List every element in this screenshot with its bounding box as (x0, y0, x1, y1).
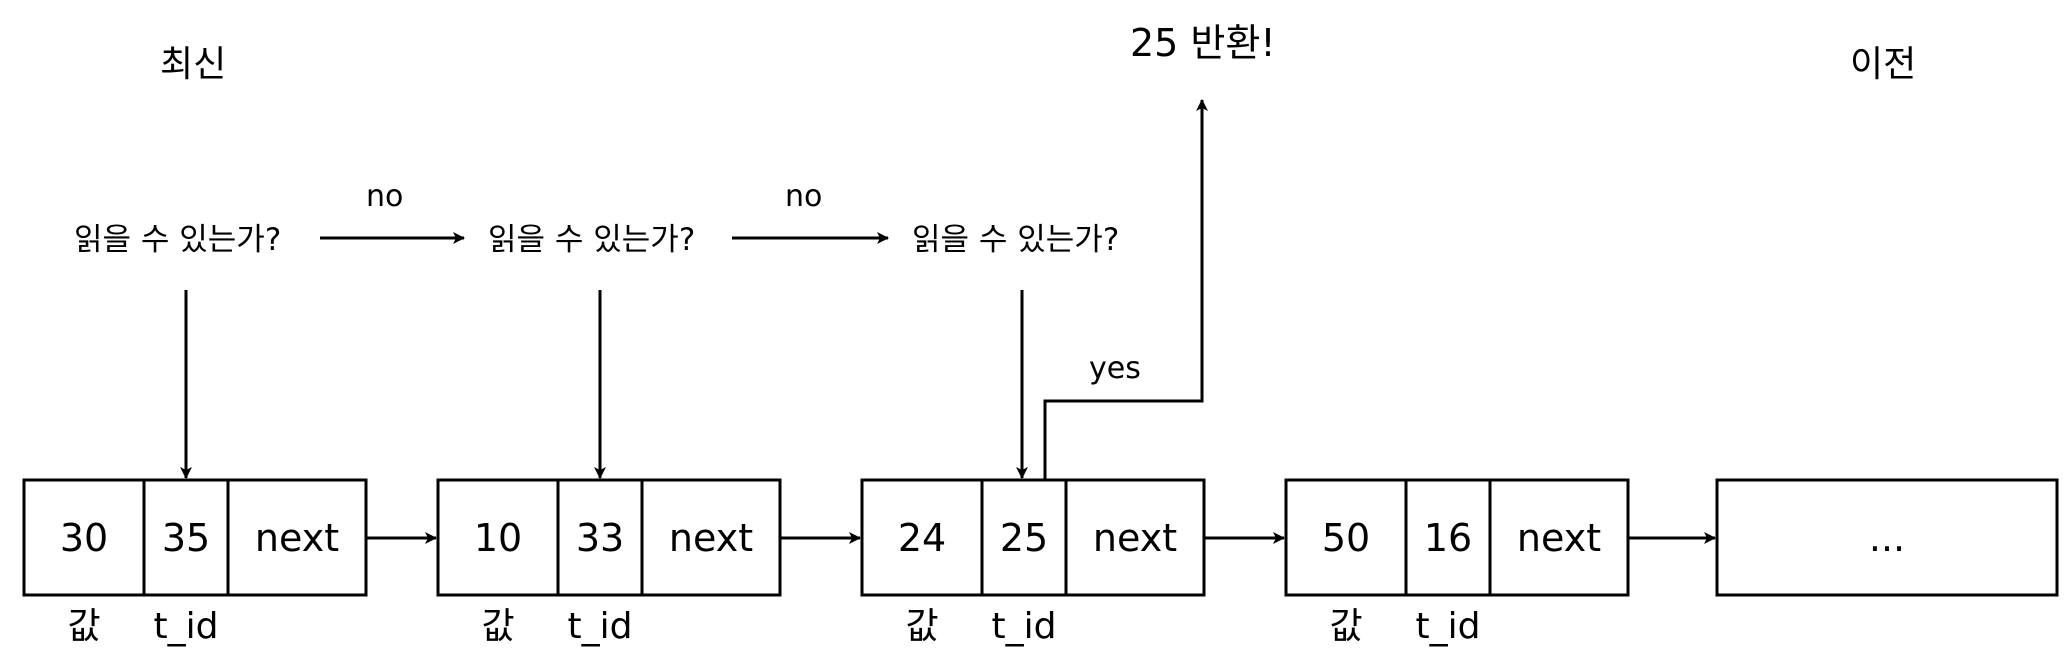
edge-label-no-2: no (785, 179, 823, 214)
node-2-tid-label: t_id (567, 606, 633, 647)
node-1-next: next (254, 516, 340, 560)
node-4-tid-label: t_id (1415, 606, 1481, 647)
node-1-tid: 35 (161, 516, 211, 560)
edge-label-yes: yes (1089, 351, 1141, 386)
edge-label-no-1: no (366, 179, 404, 214)
question-2: 읽을 수 있는가? (488, 222, 696, 258)
tail-node-ellipsis: ... (1868, 516, 1906, 560)
node-3-next: next (1092, 516, 1178, 560)
node-1-tid-label: t_id (153, 606, 219, 647)
node-3-tid: 25 (999, 516, 1049, 560)
node-3-value-label: 값 (905, 606, 939, 647)
node-4-next: next (1516, 516, 1602, 560)
node-4-value: 50 (1321, 516, 1371, 560)
node-1-value: 30 (59, 516, 109, 560)
node-box-tail (1715, 478, 2059, 597)
yes-arrow (1043, 99, 1208, 480)
question-1: 읽을 수 있는가? (74, 222, 282, 258)
node-3-value: 24 (897, 516, 947, 560)
node-4-value-label: 값 (1329, 606, 1363, 647)
node-3-tid-label: t_id (991, 606, 1057, 647)
node-2-value-label: 값 (481, 606, 515, 647)
node-4-tid: 16 (1423, 516, 1473, 560)
node-2-value: 10 (473, 516, 523, 560)
node-2-tid: 33 (575, 516, 625, 560)
heading-latest: 최신 (160, 44, 227, 85)
node-2-next: next (668, 516, 754, 560)
heading-previous: 이전 (1850, 44, 1917, 85)
result-label: 25 반환! (1130, 21, 1276, 65)
question-3: 읽을 수 있는가? (912, 222, 1120, 258)
node-1-value-label: 값 (67, 606, 101, 647)
